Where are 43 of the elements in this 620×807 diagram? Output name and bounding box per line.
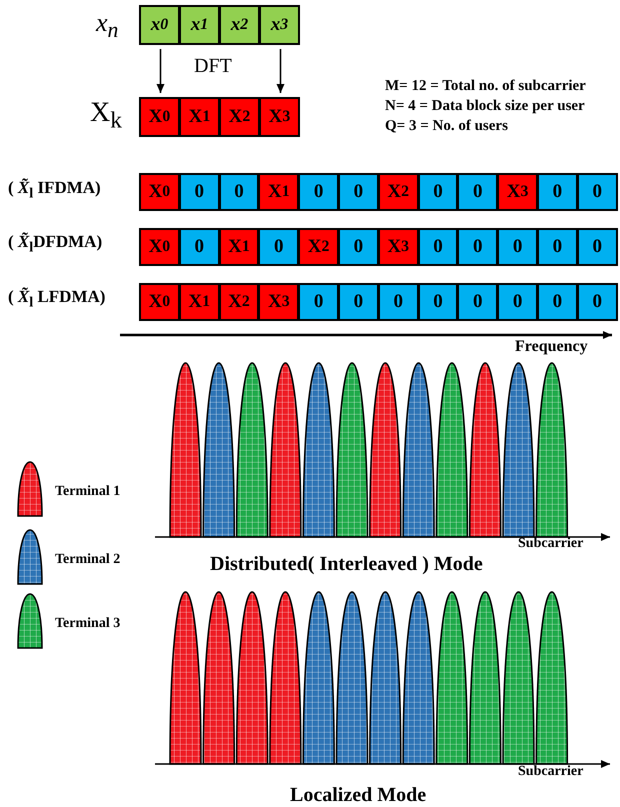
legend-label: Terminal 3 xyxy=(55,616,120,632)
chart-title: Localized Mode xyxy=(290,784,426,807)
parameter-note: Q= 3 = No. of users xyxy=(385,118,508,135)
row-label: ( X̃$_{l}$ IFDMA) xyxy=(8,178,101,202)
arrow xyxy=(156,49,164,93)
zero-cell: 0 xyxy=(218,173,260,211)
axis-label: Frequency xyxy=(515,338,588,356)
zero-cell: 0 xyxy=(497,228,538,266)
zero-cell: 0 xyxy=(576,228,618,266)
zero-cell: 0 xyxy=(178,173,220,211)
zero-cell: 0 xyxy=(457,283,498,321)
axis-label: Subcarrier xyxy=(518,536,584,552)
zero-cell: 0 xyxy=(338,173,379,211)
parameter-note: N= 4 = Data block size per user xyxy=(385,98,585,115)
row-label: ( X̃$_{l}$DFDMA) xyxy=(8,232,102,256)
zero-cell: 0 xyxy=(457,228,498,266)
zero-cell: 0 xyxy=(418,228,458,266)
zero-cell: 0 xyxy=(457,173,498,211)
zero-cell: 0 xyxy=(258,228,300,266)
zero-cell: 0 xyxy=(338,228,379,266)
zero-cell: 0 xyxy=(178,228,220,266)
zero-cell: 0 xyxy=(378,283,419,321)
zero-cell: 0 xyxy=(537,228,578,266)
zero-cell: 0 xyxy=(537,173,578,211)
arrow xyxy=(276,49,284,93)
legend-label: Terminal 2 xyxy=(55,552,120,568)
zero-cell: 0 xyxy=(497,283,538,321)
operation-label: DFT xyxy=(194,55,232,78)
zero-cell: 0 xyxy=(338,283,379,321)
zero-cell: 0 xyxy=(418,283,458,321)
zero-cell: 0 xyxy=(576,173,618,211)
zero-cell: 0 xyxy=(576,283,618,321)
zero-cell: 0 xyxy=(418,173,458,211)
zero-cell: 0 xyxy=(298,173,339,211)
axis-label: Subcarrier xyxy=(518,764,584,780)
zero-cell: 0 xyxy=(298,283,339,321)
zero-cell: 0 xyxy=(537,283,578,321)
legend-label: Terminal 1 xyxy=(55,484,120,500)
variable-label: x$_{n}$ xyxy=(96,8,118,44)
variable-label: X$_{k}$ xyxy=(90,97,122,135)
chart-title: Distributed( Interleaved ) Mode xyxy=(210,553,483,576)
row-label: ( X̃$_{l}$ LFDMA) xyxy=(8,287,106,312)
parameter-note: M= 12 = Total no. of subcarrier xyxy=(385,78,586,95)
